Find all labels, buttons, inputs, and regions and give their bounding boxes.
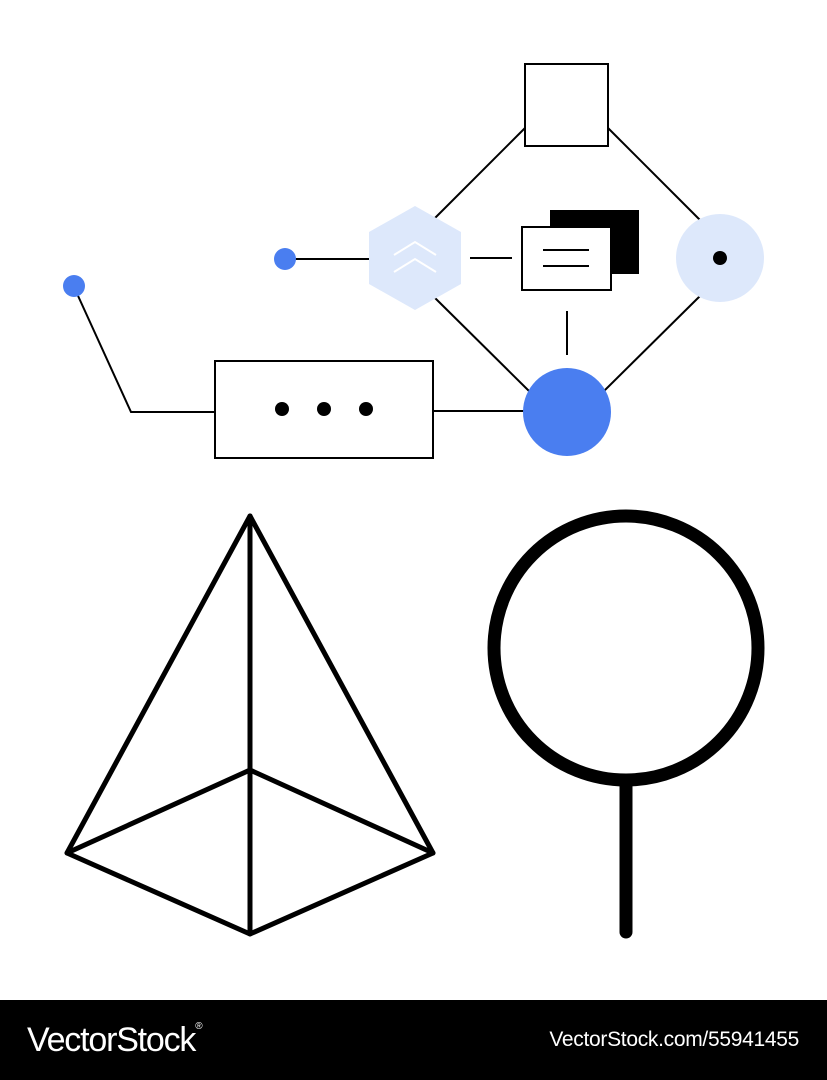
magnifier-icon	[487, 509, 765, 939]
blue-dot-icon	[274, 248, 296, 270]
center-dot	[713, 251, 727, 265]
connector-square-to-pale-circle	[607, 127, 701, 221]
footer-image-id: VectorStock.com/55941455	[549, 1028, 799, 1051]
network-connectors	[73, 127, 701, 413]
chevron-up-upper	[393, 240, 437, 256]
connector-pale-circle-to-blue-circle	[602, 295, 701, 393]
footer-logo-trademark: ®	[195, 1020, 202, 1032]
pale-circle-dot-icon	[676, 214, 764, 302]
watermark-footer: VectorStock® VectorStock.com/55941455	[0, 1000, 827, 1080]
abstract-illustration	[63, 63, 765, 939]
connector-hexagon-to-blue-circle	[432, 295, 531, 393]
ellipsis-dot-2	[317, 402, 331, 416]
square-node-icon	[524, 63, 609, 147]
ellipsis-box-icon	[214, 360, 434, 459]
pyramid-base-back-edges	[64, 767, 436, 856]
chevron-up-lower	[393, 257, 437, 273]
connector-dot-to-box	[73, 286, 215, 413]
ellipsis-dot-1	[275, 402, 289, 416]
magnifier-lens	[487, 509, 765, 787]
stacked-cards-icon	[521, 210, 639, 291]
ellipsis-dot-3	[359, 402, 373, 416]
footer-logo: VectorStock®	[27, 1020, 203, 1060]
footer-logo-text: VectorStock	[27, 1020, 196, 1059]
hexagon-chevrons-icon	[369, 206, 461, 310]
front-card	[521, 226, 612, 291]
connector-square-to-hexagon	[432, 127, 526, 221]
blue-circle-node-icon	[523, 368, 611, 456]
pyramid-wireframe-icon	[64, 513, 436, 937]
blue-dot-icon	[63, 275, 85, 297]
